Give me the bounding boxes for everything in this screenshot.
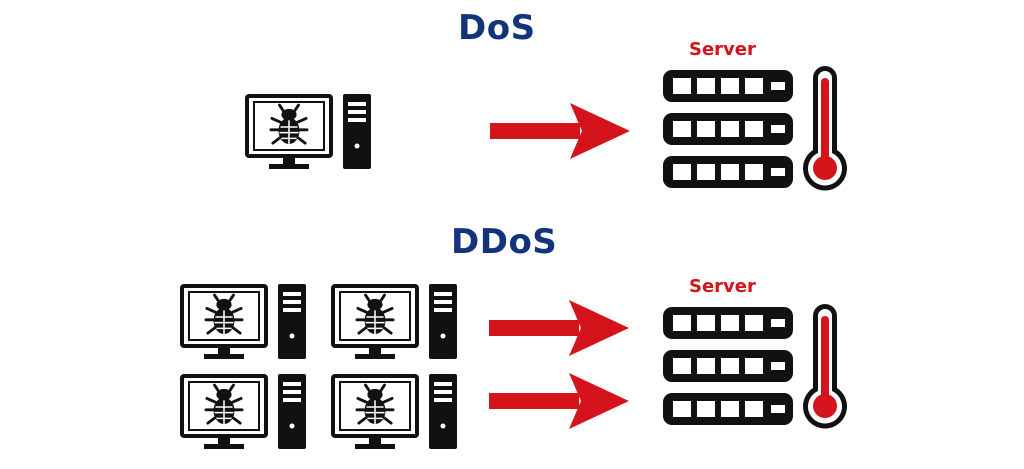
thermometer-icon xyxy=(803,304,847,429)
infected-computer-icon xyxy=(180,374,312,452)
ddos-server-label: Server xyxy=(689,276,756,297)
ddos-title: DDoS xyxy=(451,222,558,262)
infected-computer-icon xyxy=(331,374,463,452)
infected-computer-icon xyxy=(245,94,377,172)
server-rack-icon xyxy=(663,307,793,425)
attack-arrow-icon xyxy=(490,103,630,159)
dos-title: DoS xyxy=(458,8,536,48)
server-rack-icon xyxy=(663,70,793,188)
thermometer-icon xyxy=(803,66,847,191)
infected-computer-icon xyxy=(331,284,463,362)
dos-server-label: Server xyxy=(689,39,756,60)
attack-arrow-icon xyxy=(489,373,629,429)
attack-arrow-icon xyxy=(489,300,629,356)
infected-computer-icon xyxy=(180,284,312,362)
